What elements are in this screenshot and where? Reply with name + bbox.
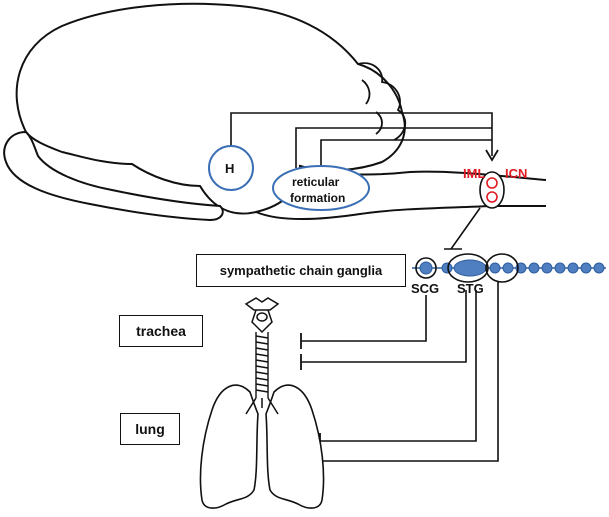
- spinal-to-chain-line: [450, 207, 481, 250]
- iml-icn-oval: [479, 171, 505, 209]
- reticular-label-line2: formation: [290, 191, 346, 205]
- olfactory-bulb: [3, 130, 224, 222]
- trachea-label: trachea: [136, 323, 186, 339]
- stg-label: STG: [457, 281, 484, 296]
- iml-label: IML: [463, 166, 486, 181]
- trachea-box: trachea: [119, 315, 203, 347]
- efferent-pathways: [301, 282, 499, 462]
- iml-nucleus: [486, 177, 498, 189]
- bronchi: [245, 397, 279, 415]
- lung-label: lung: [135, 421, 165, 437]
- reticular-formation-ellipse: [272, 165, 370, 211]
- scg-outline: [415, 257, 437, 279]
- left-lung: [199, 384, 259, 509]
- stg-outline: [447, 253, 489, 283]
- trachea-tube: [255, 332, 269, 398]
- lung-box: lung: [120, 413, 180, 445]
- hypothalamus-label: H: [225, 161, 235, 176]
- larynx: [244, 297, 280, 334]
- chain-ganglia-label: sympathetic chain ganglia: [219, 263, 383, 278]
- thoracic-outline: [485, 253, 519, 283]
- chain-ganglia-box: sympathetic chain ganglia: [196, 254, 406, 287]
- brain-outline: [15, 2, 406, 215]
- right-lung: [265, 384, 325, 509]
- icn-label: ICN: [505, 166, 528, 181]
- icn-nucleus: [486, 191, 498, 203]
- pathway-arrowhead: [485, 149, 499, 162]
- scg-label: SCG: [411, 281, 440, 296]
- descending-pathways: [230, 112, 493, 168]
- hypothalamus-circle: [208, 145, 254, 191]
- reticular-label-line1: reticular: [292, 175, 340, 189]
- chain-ganglia: [419, 259, 605, 277]
